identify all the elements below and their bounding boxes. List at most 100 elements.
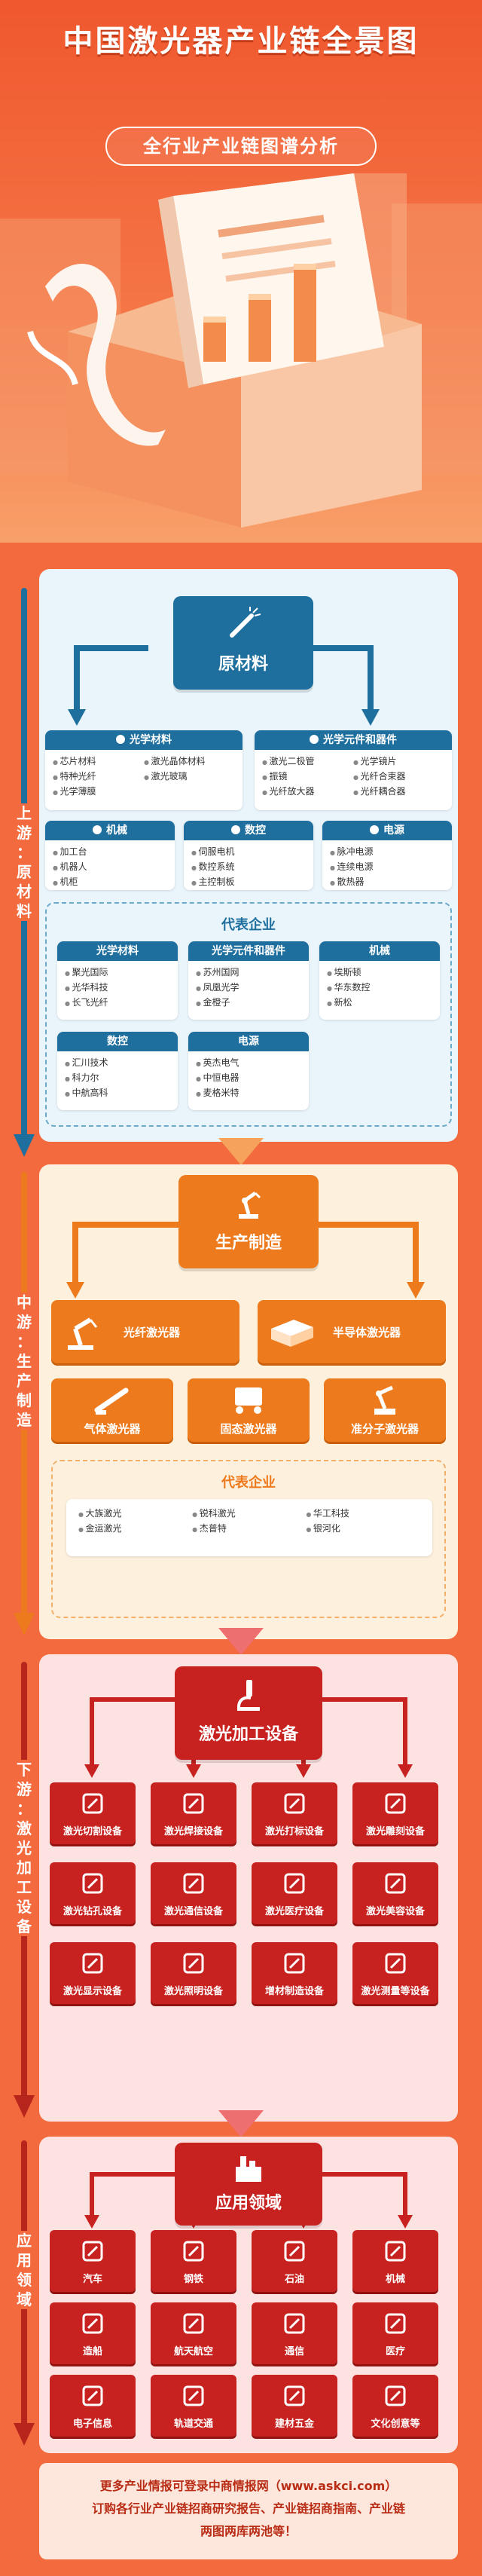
upstream-side-label: 上游：原材料 xyxy=(14,803,35,921)
list-item: 中航高科 xyxy=(65,1086,170,1101)
enterprise-group: 机械 埃斯顿 华东数控 新松 xyxy=(319,941,440,1020)
excimer-laser-icon xyxy=(374,1385,395,1415)
device-fiber-laser: 光纤激光器 xyxy=(51,1300,239,1363)
grid-tile: 激光打标设备 xyxy=(252,1782,337,1844)
list-item: 芯片材料 xyxy=(53,754,144,769)
list-item: 汇川技术 xyxy=(65,1056,170,1071)
grid-tile: 电子信息 xyxy=(50,2375,136,2437)
upstream-side-arrow: 上游：原材料 xyxy=(14,588,35,1161)
list-item: 激光二极管 xyxy=(262,754,353,769)
list-item: 散热器 xyxy=(330,875,444,890)
laser-cutter-icon xyxy=(82,1793,103,1814)
medical-icon xyxy=(284,1873,305,1894)
tools-icon xyxy=(284,2385,305,2406)
midstream-enterprise-box: 代表企业 大族激光 锐科激光 华工科技 金运激光 杰普特 银河化 xyxy=(51,1460,446,1618)
list-item: 埃斯顿 xyxy=(327,965,432,981)
beauty-icon xyxy=(385,1873,406,1894)
ship-icon xyxy=(82,2313,103,2334)
device-solid-laser: 固态激光器 xyxy=(188,1378,310,1442)
grid-tile: 激光切割设备 xyxy=(50,1782,136,1844)
grid-tile: 石油 xyxy=(252,2230,337,2292)
enterprise-group: 电源 英杰电气 中恒电器 麦格米特 xyxy=(188,1032,309,1110)
list-item: 苏州国网 xyxy=(196,965,301,981)
steel-icon xyxy=(183,2241,204,2262)
category-machinery: 机械 加工台 机器人 机柜 xyxy=(45,821,175,890)
gas-laser-icon xyxy=(94,1387,129,1415)
device-semiconductor-laser: 半导体激光器 xyxy=(258,1300,446,1363)
list-item: 大族激光 xyxy=(78,1507,192,1522)
list-item: 光华科技 xyxy=(65,981,170,996)
midstream-connectors xyxy=(66,1222,425,1299)
chip-icon xyxy=(82,2385,103,2406)
marking-icon xyxy=(284,1793,305,1814)
grid-tile: 增材制造设备 xyxy=(252,1942,337,2004)
satellite-icon xyxy=(183,1873,204,1894)
hospital-icon xyxy=(385,2313,406,2334)
list-item: 特种光纤 xyxy=(53,769,144,785)
list-item: 光学薄膜 xyxy=(53,785,144,800)
laser-pen-icon xyxy=(230,607,261,638)
enterprise-list: 大族激光 锐科激光 华工科技 金运激光 杰普特 银河化 xyxy=(66,1499,432,1556)
list-item: 光学镜片 xyxy=(353,754,444,769)
grid-tile: 激光医疗设备 xyxy=(252,1862,337,1924)
midstream-side-label: 中游：生产制造 xyxy=(14,1293,35,1430)
upstream-connectors xyxy=(68,645,380,726)
measure-icon xyxy=(385,1953,406,1974)
gear-icon xyxy=(385,2241,406,2262)
grid-tile: 钢铁 xyxy=(151,2230,236,2292)
car-icon xyxy=(82,2241,103,2262)
device-excimer-laser: 准分子激光器 xyxy=(324,1378,446,1442)
category-icon xyxy=(231,825,240,834)
upstream-enterprise-box: 代表企业 光学材料 聚光国际 光华科技 长飞光纤 光学元件和器件 苏州国网 凤凰… xyxy=(45,902,452,1127)
list-item: 英杰电气 xyxy=(196,1056,301,1071)
chevron-down-icon xyxy=(218,1138,264,1165)
grid-tile: 激光显示设备 xyxy=(50,1942,136,2004)
list-item: 振镜 xyxy=(262,769,353,785)
page-title: 中国激光器产业链全景图 xyxy=(63,24,419,59)
list-item: 加工台 xyxy=(53,845,167,860)
lighting-icon xyxy=(183,1953,204,1974)
grid-tile: 激光通信设备 xyxy=(151,1862,236,1924)
laser-module-icon xyxy=(271,1320,313,1347)
train-icon xyxy=(183,2385,204,2406)
grid-tile: 激光照明设备 xyxy=(151,1942,236,2004)
drill-icon xyxy=(82,1873,103,1894)
list-item: 中恒电器 xyxy=(196,1071,301,1086)
upstream-section: 原材料 光学材料 芯片材料 激光晶体材料 特种光纤 激光玻璃 光学薄膜 光学元件… xyxy=(39,569,458,1142)
category-icon xyxy=(310,735,319,744)
enterprise-group: 光学元件和器件 苏州国网 凤凰光学 金橙子 xyxy=(188,941,309,1020)
grid-tile: 激光雕刻设备 xyxy=(352,1782,438,1844)
robot-arm-icon xyxy=(68,1317,98,1350)
grid-tile: 通信 xyxy=(252,2302,337,2364)
rocket-icon xyxy=(183,2313,204,2334)
category-icon xyxy=(116,735,125,744)
list-item: 杰普特 xyxy=(192,1522,306,1537)
microscope-icon xyxy=(237,1680,260,1711)
list-item: 激光玻璃 xyxy=(144,769,235,785)
list-item: 麦格米特 xyxy=(196,1086,301,1101)
downstream-side-arrow: 下游：激光加工设备 xyxy=(14,1662,35,2122)
downstream-side-label: 下游：激光加工设备 xyxy=(14,1760,35,1936)
category-optical-materials: 光学材料 芯片材料 激光晶体材料 特种光纤 激光玻璃 光学薄膜 xyxy=(45,730,243,810)
hero-illustration xyxy=(0,173,482,528)
category-power: 电源 脉冲电源 连续电源 散热器 xyxy=(322,821,452,890)
list-item: 华工科技 xyxy=(306,1507,419,1522)
list-item: 新松 xyxy=(327,996,432,1011)
list-item: 光纤合束器 xyxy=(353,769,444,785)
hub-production: 生产制造 xyxy=(178,1175,319,1268)
list-item: 银河化 xyxy=(306,1522,419,1537)
list-item: 金橙子 xyxy=(196,996,301,1011)
chevron-down-icon xyxy=(218,1628,264,1655)
grid-tile: 机械 xyxy=(352,2230,438,2292)
category-icon xyxy=(93,825,102,834)
list-item: 光纤耦合器 xyxy=(353,785,444,800)
list-item: 机柜 xyxy=(53,875,167,890)
chevron-down-icon xyxy=(218,2110,264,2137)
oil-icon xyxy=(284,2241,305,2262)
list-item: 伺服电机 xyxy=(191,845,306,860)
applications-section: 应用领域 汽车钢铁石油机械造船航天航空通信医疗电子信息轨道交通建材五金文化创意等 xyxy=(39,2137,458,2453)
list-item: 脉冲电源 xyxy=(330,845,444,860)
midstream-side-arrow: 中游：生产制造 xyxy=(14,1172,35,1639)
hero-banner: 中国激光器产业链全景图 全行业产业链图谱分析 xyxy=(0,0,482,543)
grid-tile: 造船 xyxy=(50,2302,136,2364)
